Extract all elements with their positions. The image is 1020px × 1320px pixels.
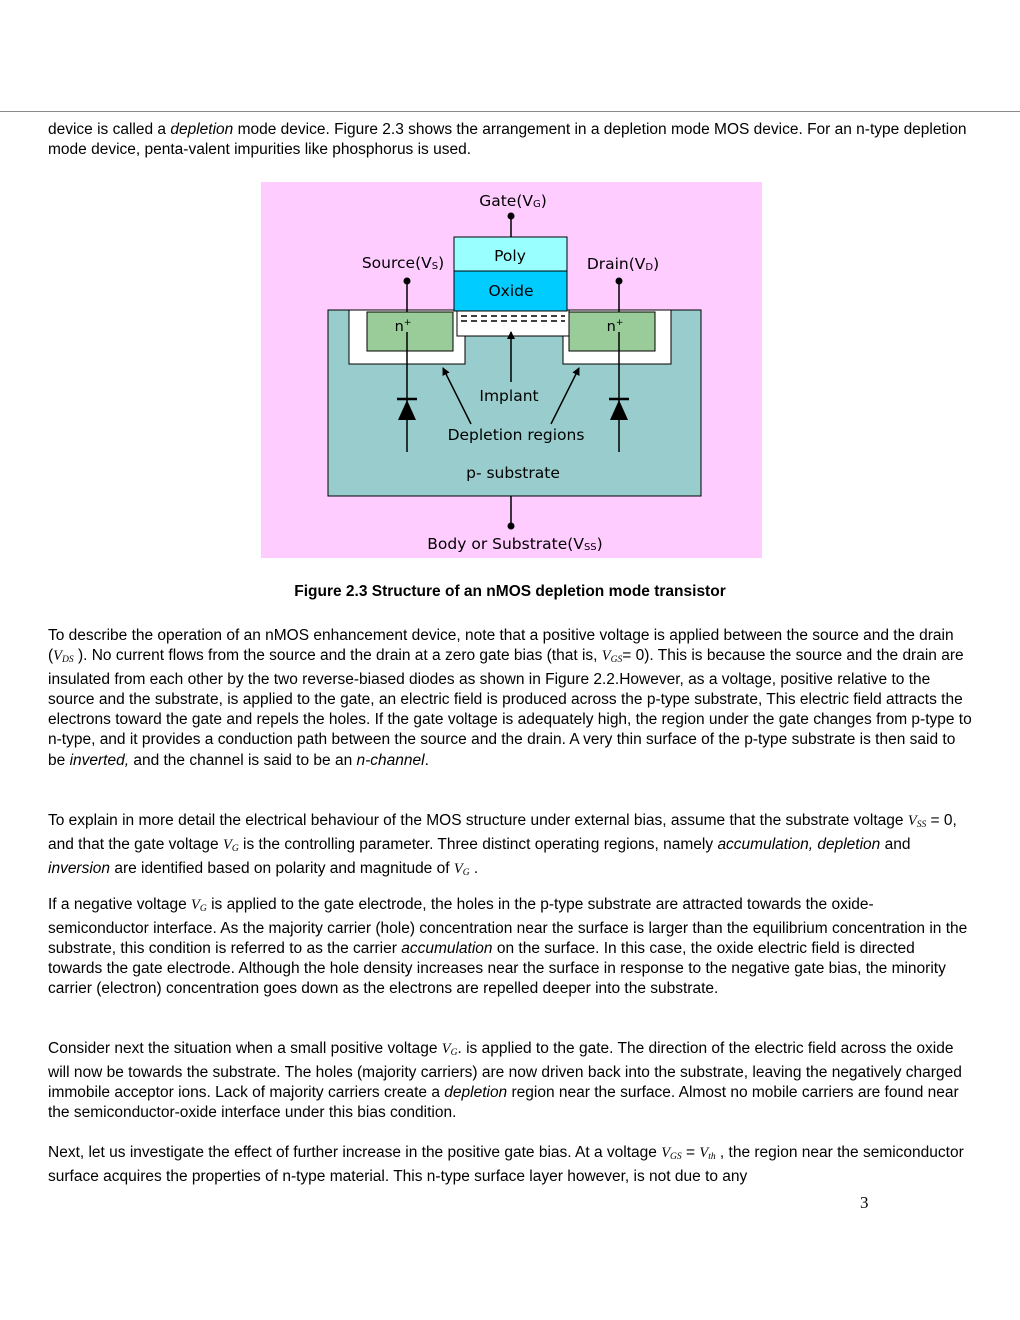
body-label: Body or Substrate(VSS) xyxy=(427,535,602,553)
oxide-label: Oxide xyxy=(488,282,533,300)
poly-label: Poly xyxy=(494,247,526,265)
implant-region xyxy=(456,309,570,337)
paragraph-operation: To describe the operation of an nMOS enh… xyxy=(48,627,972,769)
diode-left-icon xyxy=(397,332,417,452)
paragraph-accumulation: If a negative voltage VG is applied to t… xyxy=(48,896,968,998)
n-plus-drain xyxy=(568,311,656,352)
oxide-layer xyxy=(453,270,568,312)
depletion-arrow-left xyxy=(442,367,472,425)
page-number: 3 xyxy=(860,1193,869,1212)
p-substrate-label: p- substrate xyxy=(466,464,560,482)
paragraph-depletion: Consider next the situation when a small… xyxy=(48,1040,962,1122)
source-label: Source(VS) xyxy=(362,254,444,272)
depletion-regions-label: Depletion regions xyxy=(448,426,585,444)
figure-caption: Figure 2.3 Structure of an nMOS depletio… xyxy=(294,583,726,600)
depletion-arrow-right xyxy=(550,367,580,425)
n-plus-source-label: n+ xyxy=(395,318,412,335)
n-plus-drain-label: n+ xyxy=(607,318,624,335)
header-rule xyxy=(0,111,1020,112)
paragraph-bias-regions: To explain in more detail the electrical… xyxy=(48,812,957,879)
gate-label: Gate(VG) xyxy=(479,192,547,210)
diode-right-icon xyxy=(609,332,629,452)
intro-paragraph: device is called a depletion mode device… xyxy=(48,121,967,159)
n-plus-source xyxy=(366,311,454,352)
implant-label: Implant xyxy=(479,387,538,405)
paragraph-inversion: Next, let us investigate the effect of f… xyxy=(48,1144,964,1186)
nmos-depletion-figure: Gate(VG) Source(VS) Drain(VD) Poly Oxide… xyxy=(261,182,762,558)
drain-label: Drain(VD) xyxy=(587,255,659,273)
